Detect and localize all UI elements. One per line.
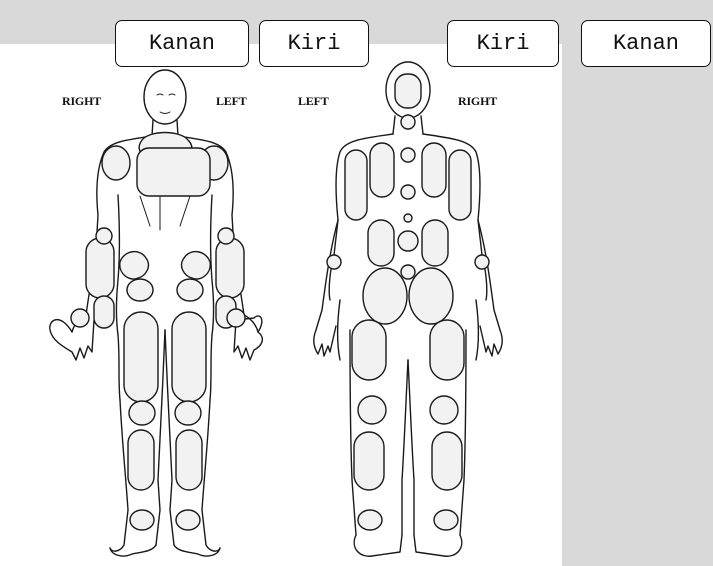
callout-kanan-front: Kanan (115, 20, 249, 67)
back-body-figure (314, 62, 502, 556)
callout-kiri-front: Kiri (259, 20, 369, 67)
callout-kiri-back: Kiri (447, 20, 559, 67)
back-right-label: RIGHT (458, 94, 497, 109)
front-right-label: RIGHT (62, 94, 101, 109)
front-body-figure (50, 70, 263, 556)
front-left-label: LEFT (216, 94, 247, 109)
back-left-label: LEFT (298, 94, 329, 109)
callout-kanan-back: Kanan (581, 20, 711, 67)
